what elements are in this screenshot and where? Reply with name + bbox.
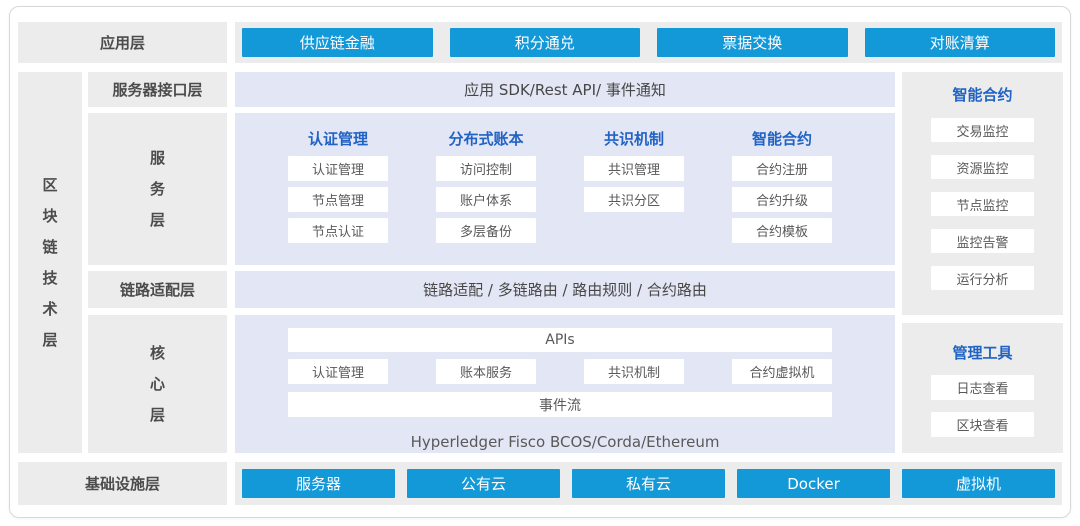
panel-header: 智能合约 [952,86,1013,104]
monitor-item: 交易监控 [931,118,1034,142]
service-column-smart-contract: 智能合约 合约注册 合约升级 合约模板 [732,113,832,265]
core-item: 认证管理 [288,359,388,384]
app-button-supply-chain-finance: 供应链金融 [242,28,433,57]
link-layer-bar: 链路适配 / 多链路由 / 路由规则 / 合约路由 [235,271,895,308]
interface-layer-bar: 应用 SDK/Rest API/ 事件通知 [235,72,895,107]
app-button-bill-exchange: 票据交换 [657,28,848,57]
service-item: 合约注册 [732,156,832,181]
column-header: 分布式账本 [448,130,524,148]
apis-bar: APIs [288,328,832,352]
tech-layer-label-text: 区块链技术层 [42,175,58,349]
column-header: 智能合约 [751,130,812,148]
monitor-item: 节点监控 [931,192,1034,216]
service-column-consensus: 共识机制 共识管理 共识分区 [584,113,684,265]
core-item: 合约虚拟机 [732,359,832,384]
service-item: 多层备份 [436,218,536,243]
infra-layer-label: 基础设施层 [18,462,227,505]
infra-layer-strip: 服务器 公有云 私有云 Docker 虚拟机 [235,462,1062,505]
service-item: 认证管理 [288,156,388,181]
monitor-item: 资源监控 [931,155,1034,179]
platforms-text: Hyperledger Fisco BCOS/Corda/Ethereum [410,433,720,451]
service-item: 节点管理 [288,187,388,212]
card-border [9,6,1071,518]
core-item: 共识机制 [584,359,684,384]
link-layer-content: 链路适配 / 多链路由 / 路由规则 / 合约路由 [423,281,707,299]
service-layer-panel: 认证管理 认证管理 节点管理 节点认证 分布式账本 访问控制 账户体系 多层备份… [235,113,895,265]
monitor-item: 监控告警 [931,229,1034,253]
infra-button-docker: Docker [737,469,890,498]
service-item: 访问控制 [436,156,536,181]
app-button-points-redemption: 积分通兑 [449,28,640,57]
column-header: 共识机制 [603,130,664,148]
app-layer-label: 应用层 [18,22,227,63]
service-item: 账户体系 [436,187,536,212]
service-item: 节点认证 [288,218,388,243]
tool-item: 区块查看 [931,412,1034,437]
core-items-row: 认证管理 账本服务 共识机制 合约虚拟机 [288,359,832,384]
tech-layer-label: 区块链技术层 [18,72,82,453]
link-layer-label: 链路适配层 [88,271,227,308]
infra-button-server: 服务器 [242,469,395,498]
infra-button-virtual-machine: 虚拟机 [902,469,1055,498]
monitor-item: 运行分析 [931,266,1034,290]
service-item: 合约升级 [732,187,832,212]
core-layer-label-text: 核心层 [149,343,165,424]
service-layer-label: 服务层 [88,113,227,265]
interface-layer-content: 应用 SDK/Rest API/ 事件通知 [464,81,666,99]
tool-item: 日志查看 [931,375,1034,400]
interface-layer-label-text: 服务器接口层 [112,81,203,99]
smart-contract-monitor-panel: 智能合约 交易监控 资源监控 节点监控 监控告警 运行分析 [902,72,1063,315]
link-layer-label-text: 链路适配层 [119,281,195,299]
infra-layer-label-text: 基础设施层 [84,475,160,493]
service-column-ledger: 分布式账本 访问控制 账户体系 多层备份 [436,113,536,265]
service-layer-label-text: 服务层 [149,148,165,229]
app-layer-strip: 供应链金融 积分通兑 票据交换 对账清算 [235,22,1062,63]
core-item: 账本服务 [436,359,536,384]
infra-button-private-cloud: 私有云 [572,469,725,498]
panel-header: 管理工具 [952,344,1013,362]
event-stream-bar: 事件流 [288,392,832,417]
service-item: 共识管理 [584,156,684,181]
service-item: 合约模板 [732,218,832,243]
app-layer-label-text: 应用层 [99,34,145,52]
service-item: 共识分区 [584,187,684,212]
service-column-auth: 认证管理 认证管理 节点管理 节点认证 [288,113,388,265]
core-layer-label: 核心层 [88,315,227,453]
interface-layer-label: 服务器接口层 [88,72,227,107]
management-tools-panel: 管理工具 日志查看 区块查看 [902,323,1063,453]
column-header: 认证管理 [307,130,368,148]
app-button-reconciliation-clearing: 对账清算 [864,28,1055,57]
infra-button-public-cloud: 公有云 [407,469,560,498]
core-layer-panel: APIs 认证管理 账本服务 共识机制 合约虚拟机 事件流 Hyperledge… [235,315,895,453]
